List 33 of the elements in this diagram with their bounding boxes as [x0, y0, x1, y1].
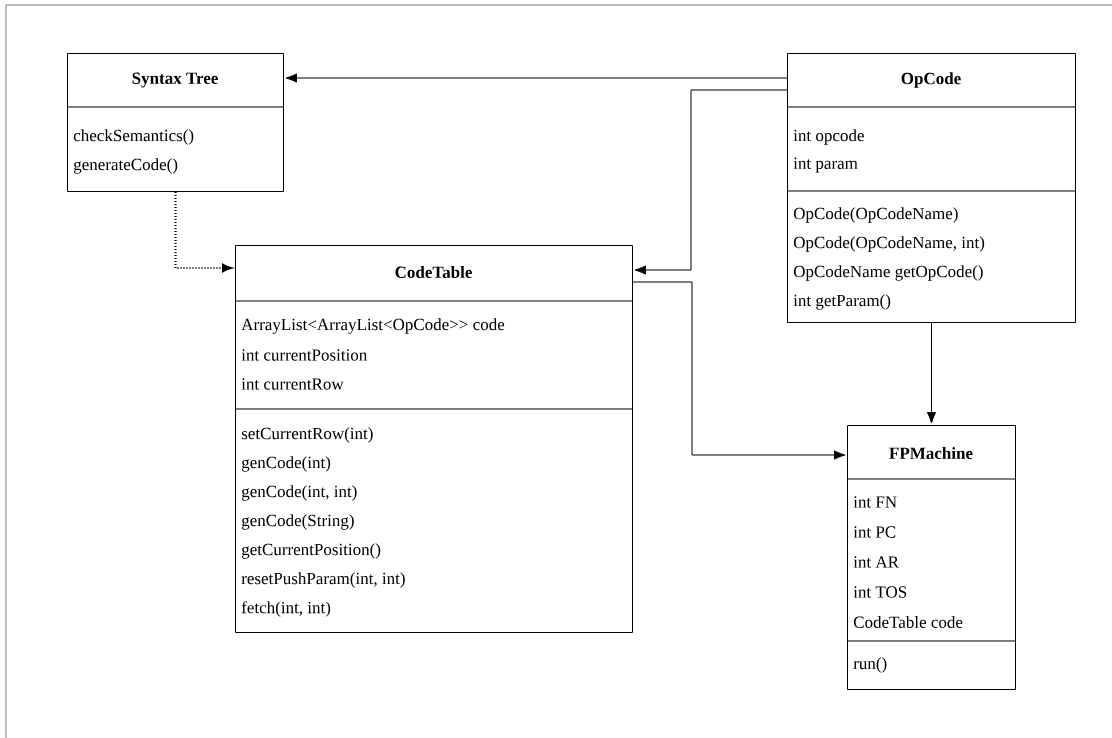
- member-text: int param: [793, 157, 858, 173]
- member-text: fetch(int, int): [241, 601, 331, 617]
- member-text: getCurrentPosition(): [241, 543, 381, 559]
- member-text: int FN: [853, 496, 897, 508]
- member-text: checkSemantics(): [73, 129, 194, 145]
- member-text: int AR: [853, 556, 899, 568]
- member-text: resetPushParam(int, int): [241, 572, 405, 588]
- member-text: OpCodeName getOpCode(): [793, 265, 983, 281]
- arrow: [926, 322, 937, 424]
- member-text: genCode(String): [241, 514, 354, 530]
- member-text: genCode(int, int): [241, 485, 357, 501]
- member-text: int TOS: [853, 586, 907, 598]
- arrow: [632, 281, 846, 460]
- member-text: OpCode(OpCodeName, int): [793, 236, 985, 252]
- member-text: CodeTable code: [853, 616, 963, 628]
- member-text: setCurrentRow(int): [241, 427, 373, 443]
- class-name: OpCode: [901, 72, 961, 88]
- arrow: [285, 73, 788, 83]
- member-text: genCode(int): [241, 456, 331, 472]
- dotted-arrow: [174, 192, 232, 273]
- member-text: int currentPosition: [241, 349, 368, 361]
- member-text: ArrayList<ArrayList<OpCode>> code: [241, 318, 505, 334]
- member-text: int currentRow: [241, 378, 344, 390]
- class-name: Syntax Tree: [132, 72, 218, 88]
- member-text: run(): [853, 657, 887, 673]
- member-text: int getParam(): [793, 294, 891, 310]
- member-text: int opcode: [793, 129, 864, 145]
- member-text: OpCode(OpCodeName): [793, 207, 958, 223]
- member-text: generateCode(): [73, 158, 178, 174]
- class-name: FPMachine: [889, 447, 973, 459]
- arrow: [634, 89, 788, 275]
- class-name: CodeTable: [395, 266, 472, 278]
- member-text: int PC: [853, 526, 896, 538]
